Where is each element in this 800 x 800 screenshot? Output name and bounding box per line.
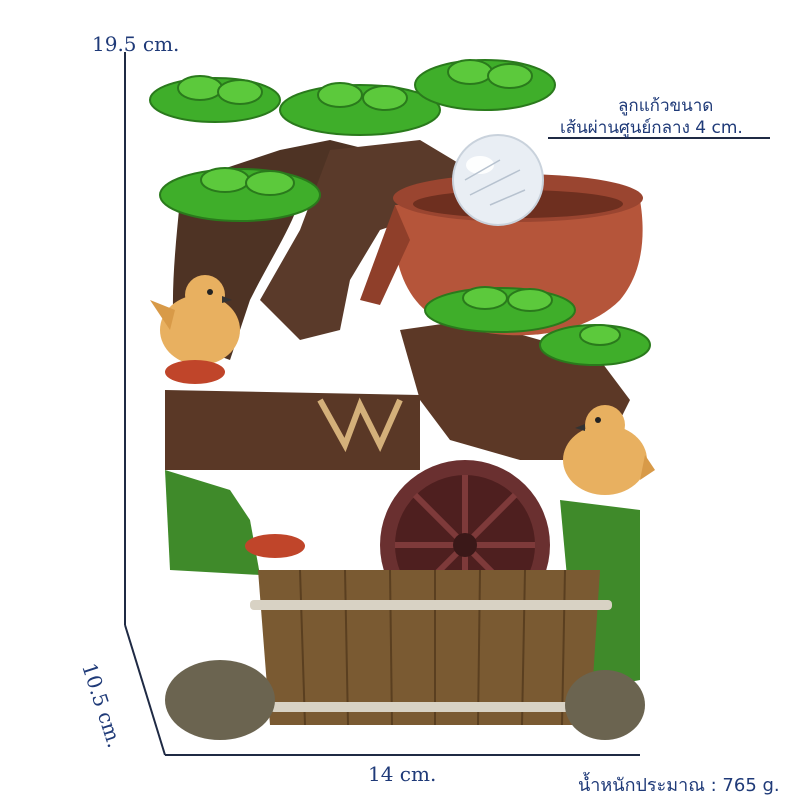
bird-left [150, 275, 240, 365]
mushroom-left [165, 360, 225, 384]
base-rock-left [165, 660, 275, 740]
ball-size-label: ลูกแก้วขนาด [618, 96, 714, 116]
mushroom-front [245, 534, 305, 558]
crystal-ball [452, 134, 544, 226]
tree-foliage [149, 59, 651, 366]
ball-diameter-label: เส้นผ่านศูนย์กลาง 4 cm. [560, 118, 743, 138]
weight-label: น้ำหนักประมาณ : 765 g. [578, 775, 780, 796]
height-label: 19.5 cm. [92, 32, 180, 56]
bird-right [563, 405, 655, 495]
width-label: 14 cm. [368, 762, 437, 786]
base-rock-right [565, 670, 645, 740]
wooden-bucket [250, 569, 612, 726]
rock-ledge [165, 390, 420, 575]
dimension-lines [124, 52, 770, 756]
